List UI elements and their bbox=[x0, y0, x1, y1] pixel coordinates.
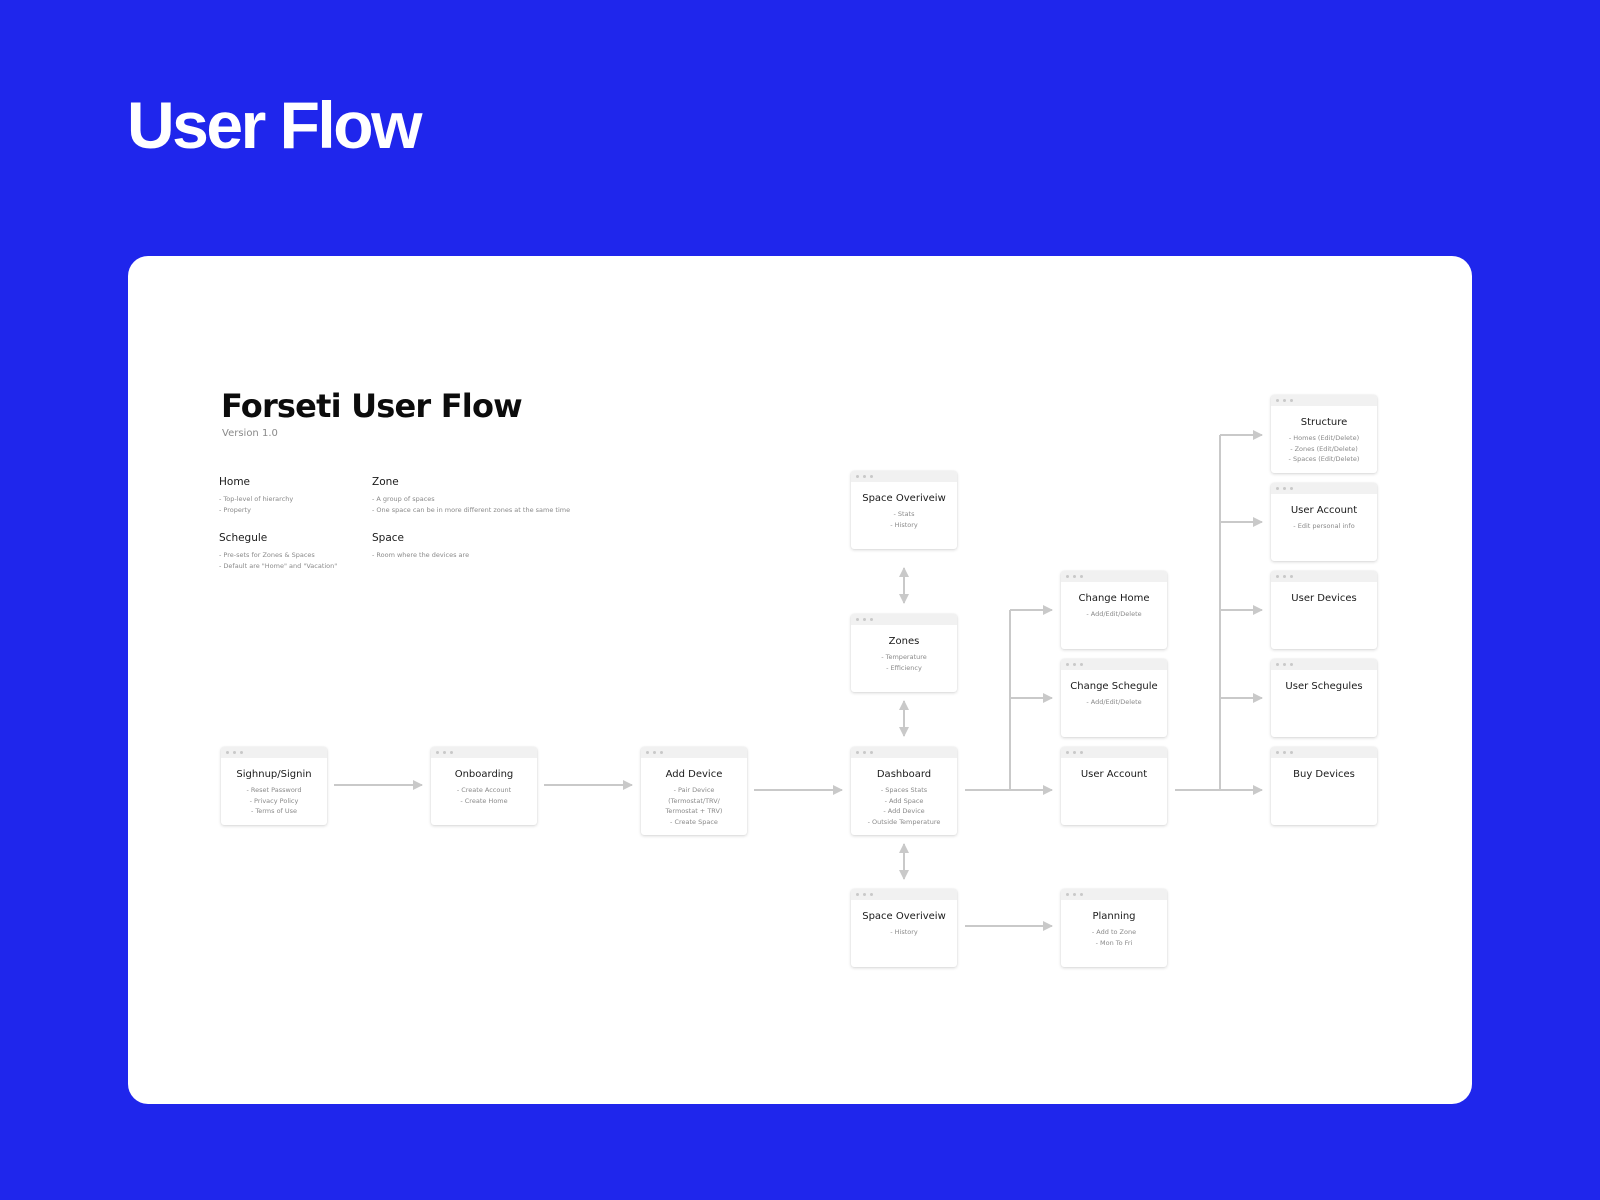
glossary-line: - Room where the devices are bbox=[372, 551, 470, 559]
node-line: - Zones (Edit/Delete) bbox=[1290, 444, 1358, 453]
node-line: - Add Space bbox=[884, 796, 924, 805]
node-line: Termostat + TRV) bbox=[665, 807, 723, 815]
node-title: User Account bbox=[1080, 769, 1148, 780]
window-bar bbox=[641, 747, 747, 758]
node-title: Buy Devices bbox=[1293, 769, 1355, 780]
node-line: - Add to Zone bbox=[1091, 928, 1137, 936]
window-bar bbox=[1061, 747, 1167, 758]
window-bar bbox=[851, 614, 957, 625]
node-line: - Homes (Edit/Delete) bbox=[1288, 434, 1360, 442]
glossary-line: - Pre-sets for Zones & Spaces bbox=[219, 551, 315, 559]
window-bar bbox=[851, 471, 957, 482]
node-title: Change Home bbox=[1078, 593, 1150, 604]
node-line: - Add/Edit/Delete bbox=[1086, 698, 1142, 706]
window-bar bbox=[851, 889, 957, 900]
node-space-overview-bottom[interactable]: Space Overiveiw - History bbox=[851, 889, 957, 967]
node-title: Add Device bbox=[665, 769, 723, 780]
window-bar bbox=[1271, 659, 1377, 670]
window-bar bbox=[221, 747, 327, 758]
node-buy-devices[interactable]: Buy Devices bbox=[1271, 747, 1377, 825]
window-bar bbox=[1061, 571, 1167, 582]
glossary-line: - Default are "Home" and "Vacation" bbox=[219, 561, 338, 570]
glossary-line: - A group of spaces bbox=[372, 495, 435, 503]
glossary-schegule: Schegule - Pre-sets for Zones & Spaces -… bbox=[219, 532, 337, 571]
node-line: - Terms of Use bbox=[250, 807, 298, 815]
node-user-schegules[interactable]: User Schegules bbox=[1271, 659, 1377, 737]
node-line: - Efficiency bbox=[886, 663, 922, 672]
node-change-schegule[interactable]: Change Schegule - Add/Edit/Delete bbox=[1061, 659, 1167, 737]
node-title: Planning bbox=[1092, 911, 1136, 922]
window-bar bbox=[851, 747, 957, 758]
node-change-home[interactable]: Change Home - Add/Edit/Delete bbox=[1061, 571, 1167, 649]
glossary-line: - Top-level of hierarchy bbox=[219, 495, 294, 503]
glossary-line: - Property bbox=[219, 505, 251, 514]
node-line: (Termostat/TRV/ bbox=[668, 796, 720, 805]
window-bar bbox=[1271, 395, 1377, 406]
glossary-home: Home - Top-level of hierarchy - Property bbox=[219, 476, 293, 515]
node-title: User Account bbox=[1290, 505, 1358, 516]
node-line: - Reset Password bbox=[246, 786, 302, 794]
node-line: - Privacy Policy bbox=[249, 796, 299, 805]
window-bar bbox=[1271, 747, 1377, 758]
window-bar bbox=[1271, 483, 1377, 494]
node-title: Sighnup/Signin bbox=[236, 769, 312, 780]
glossary-term: Space bbox=[372, 532, 404, 544]
node-planning[interactable]: Planning - Add to Zone - Mon To Fri bbox=[1061, 889, 1167, 967]
node-line: - Outside Temperature bbox=[867, 817, 941, 826]
flow-version: Version 1.0 bbox=[222, 428, 278, 439]
window-bar bbox=[1061, 889, 1167, 900]
node-line: - History bbox=[890, 520, 918, 529]
node-line: - Pair Device bbox=[673, 786, 715, 794]
node-line: - Mon To Fri bbox=[1095, 938, 1133, 947]
node-title: User Devices bbox=[1291, 593, 1357, 604]
node-line: - Edit personal info bbox=[1293, 522, 1355, 530]
node-line: - Create Space bbox=[670, 817, 718, 826]
node-line: - Create Account bbox=[456, 786, 512, 794]
node-dashboard[interactable]: Dashboard - Spaces Stats - Add Space - A… bbox=[851, 747, 957, 835]
node-zones[interactable]: Zones - Temperature - Efficiency bbox=[851, 614, 957, 692]
node-add-device[interactable]: Add Device - Pair Device (Termostat/TRV/… bbox=[641, 747, 747, 835]
node-line: - Create Home bbox=[460, 796, 508, 805]
window-bar bbox=[1271, 571, 1377, 582]
page-title: User Flow bbox=[127, 88, 422, 162]
glossary-term: Zone bbox=[372, 476, 399, 488]
node-user-account-mid[interactable]: User Account bbox=[1061, 747, 1167, 825]
node-line: - Stats bbox=[893, 510, 915, 518]
glossary-zone: Zone - A group of spaces - One space can… bbox=[372, 476, 570, 515]
node-space-overview-top[interactable]: Space Overiveiw - Stats - History bbox=[851, 471, 957, 549]
window-bar bbox=[1061, 659, 1167, 670]
node-user-account-right[interactable]: User Account - Edit personal info bbox=[1271, 483, 1377, 561]
node-title: Change Schegule bbox=[1070, 681, 1158, 692]
node-line: - Add Device bbox=[883, 807, 925, 815]
glossary-term: Home bbox=[219, 476, 251, 488]
node-structure[interactable]: Structure - Homes (Edit/Delete) - Zones … bbox=[1271, 395, 1377, 473]
node-line: - Add/Edit/Delete bbox=[1086, 610, 1142, 618]
node-title: Zones bbox=[888, 636, 920, 647]
node-line: - Temperature bbox=[881, 653, 927, 661]
node-user-devices[interactable]: User Devices bbox=[1271, 571, 1377, 649]
node-title: Onboarding bbox=[454, 769, 514, 780]
glossary-term: Schegule bbox=[219, 532, 268, 544]
node-title: Dashboard bbox=[876, 769, 932, 780]
glossary-line: - One space can be in more different zon… bbox=[372, 505, 571, 514]
node-title: User Schegules bbox=[1285, 681, 1363, 692]
node-onboarding[interactable]: Onboarding - Create Account - Create Hom… bbox=[431, 747, 537, 825]
flow-canvas: Forseti User Flow Version 1.0 Home - Top… bbox=[128, 256, 1472, 1104]
connector-lines bbox=[334, 430, 1263, 931]
glossary-space: Space - Room where the devices are bbox=[372, 532, 469, 561]
node-title: Space Overiveiw bbox=[862, 493, 946, 504]
node-title: Structure bbox=[1300, 417, 1348, 428]
flow-title: Forseti User Flow bbox=[221, 387, 523, 425]
node-line: - History bbox=[890, 928, 918, 936]
node-line: - Spaces Stats bbox=[880, 786, 928, 794]
node-signup[interactable]: Sighnup/Signin - Reset Password - Privac… bbox=[221, 747, 327, 825]
window-bar bbox=[431, 747, 537, 758]
node-line: - Spaces (Edit/Delete) bbox=[1288, 455, 1360, 463]
node-title: Space Overiveiw bbox=[862, 911, 946, 922]
